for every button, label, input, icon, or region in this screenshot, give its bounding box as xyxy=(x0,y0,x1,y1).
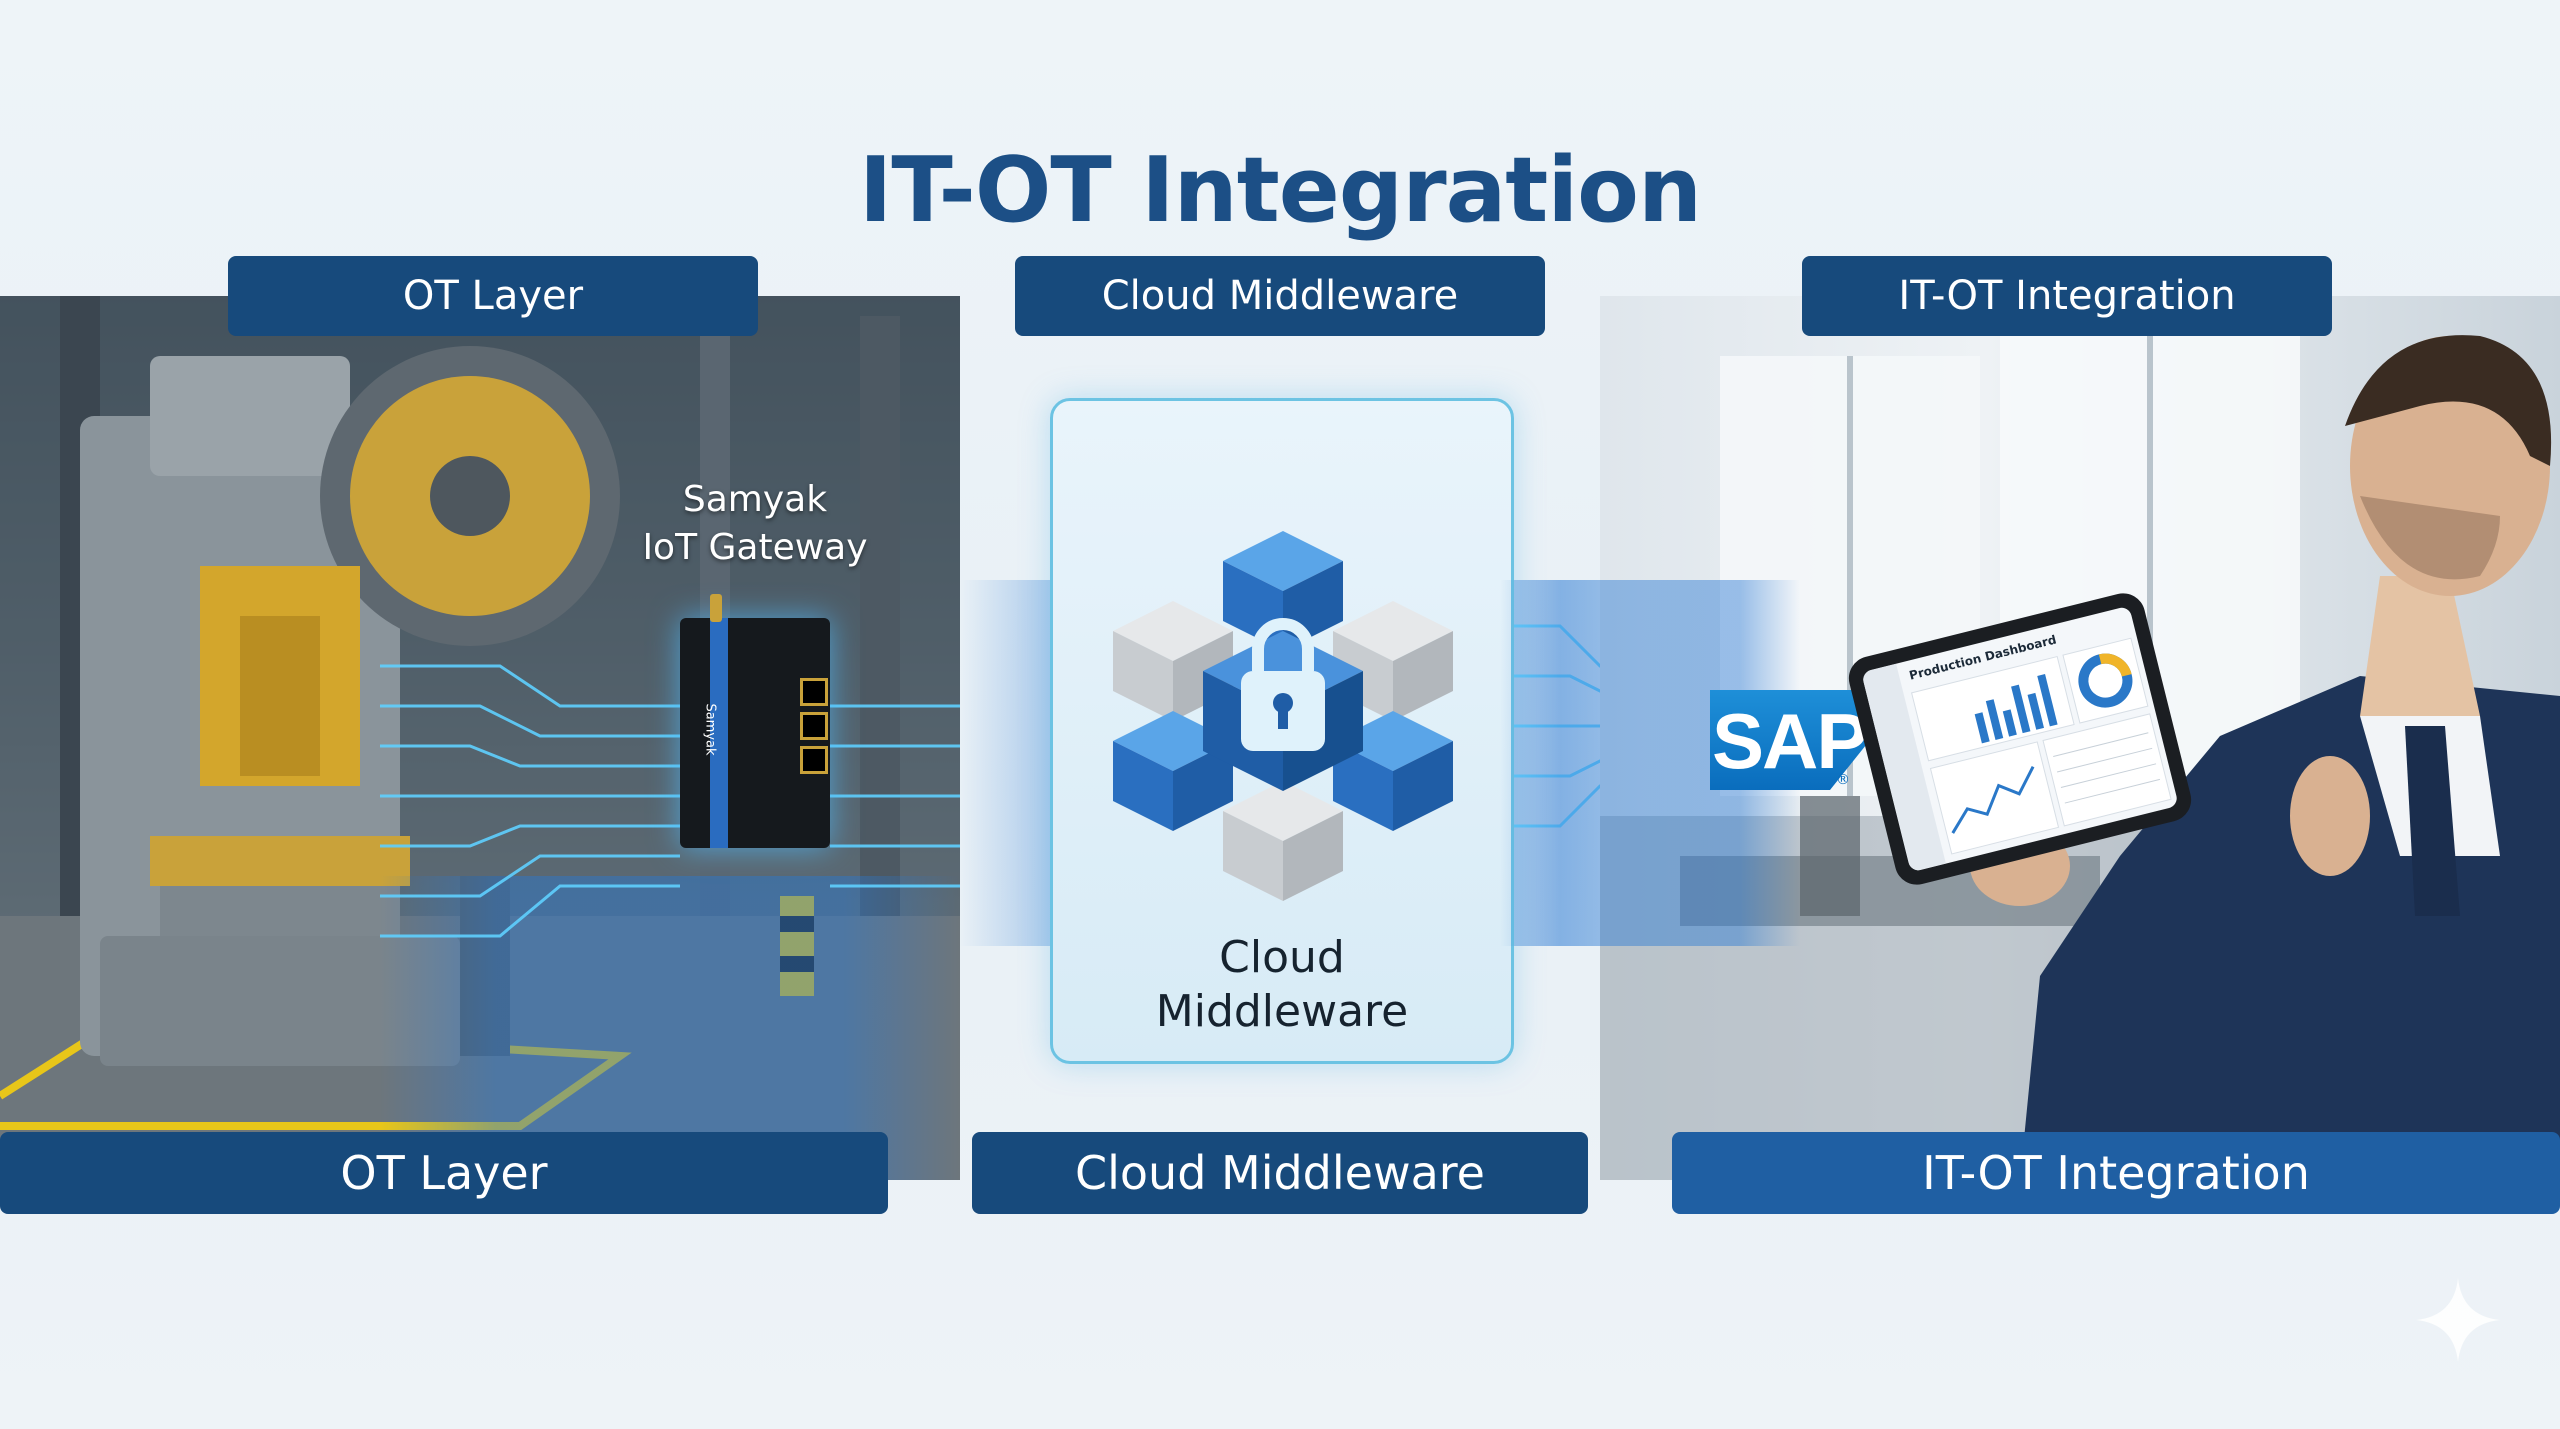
page-title: IT-OT Integration xyxy=(858,138,1702,244)
iot-gateway-device: Samyak xyxy=(680,594,830,848)
ethernet-port-2 xyxy=(800,712,828,740)
bottom-label-it-ot-integration: IT-OT Integration xyxy=(1672,1132,2560,1214)
it-layer-panel xyxy=(1600,296,2560,1180)
gateway-label-line1: Samyak xyxy=(682,479,828,520)
cloud-middleware-caption: Cloud Middleware xyxy=(1053,931,1511,1039)
dashboard-charts xyxy=(1911,637,2172,855)
ethernet-port-1 xyxy=(800,678,828,706)
top-label-ot-layer: OT Layer xyxy=(228,256,758,336)
ethernet-port-3 xyxy=(800,746,828,774)
gateway-label: Samyak IoT Gateway xyxy=(620,476,890,572)
data-flow-band xyxy=(380,876,960,1180)
cloud-middleware-card: Cloud Middleware xyxy=(1050,398,1514,1064)
bottom-label-ot-layer: OT Layer xyxy=(0,1132,888,1214)
tablet-screen: Production Dashboard xyxy=(1861,605,2179,873)
gateway-device-text: Samyak xyxy=(702,703,718,756)
top-label-cloud-middleware: Cloud Middleware xyxy=(1015,256,1545,336)
lock-icon xyxy=(1241,618,1325,751)
gateway-label-line2: IoT Gateway xyxy=(642,527,868,568)
top-label-it-ot-integration: IT-OT Integration xyxy=(1802,256,2332,336)
tablet-device: Production Dashboard xyxy=(1844,588,2196,890)
ot-layer-panel: Samyak xyxy=(0,296,960,1180)
cube-cluster-icon xyxy=(1113,531,1453,901)
card-caption-line2: Middleware xyxy=(1155,986,1409,1037)
sap-registered-mark: ® xyxy=(1836,772,1850,788)
bottom-label-cloud-middleware: Cloud Middleware xyxy=(972,1132,1588,1214)
circuit-lines-left xyxy=(380,664,960,938)
card-caption-line1: Cloud xyxy=(1219,932,1345,983)
sparkle-icon xyxy=(2416,1278,2500,1362)
antenna-icon xyxy=(710,594,722,622)
sap-logo-text: SAP xyxy=(1712,697,1868,785)
